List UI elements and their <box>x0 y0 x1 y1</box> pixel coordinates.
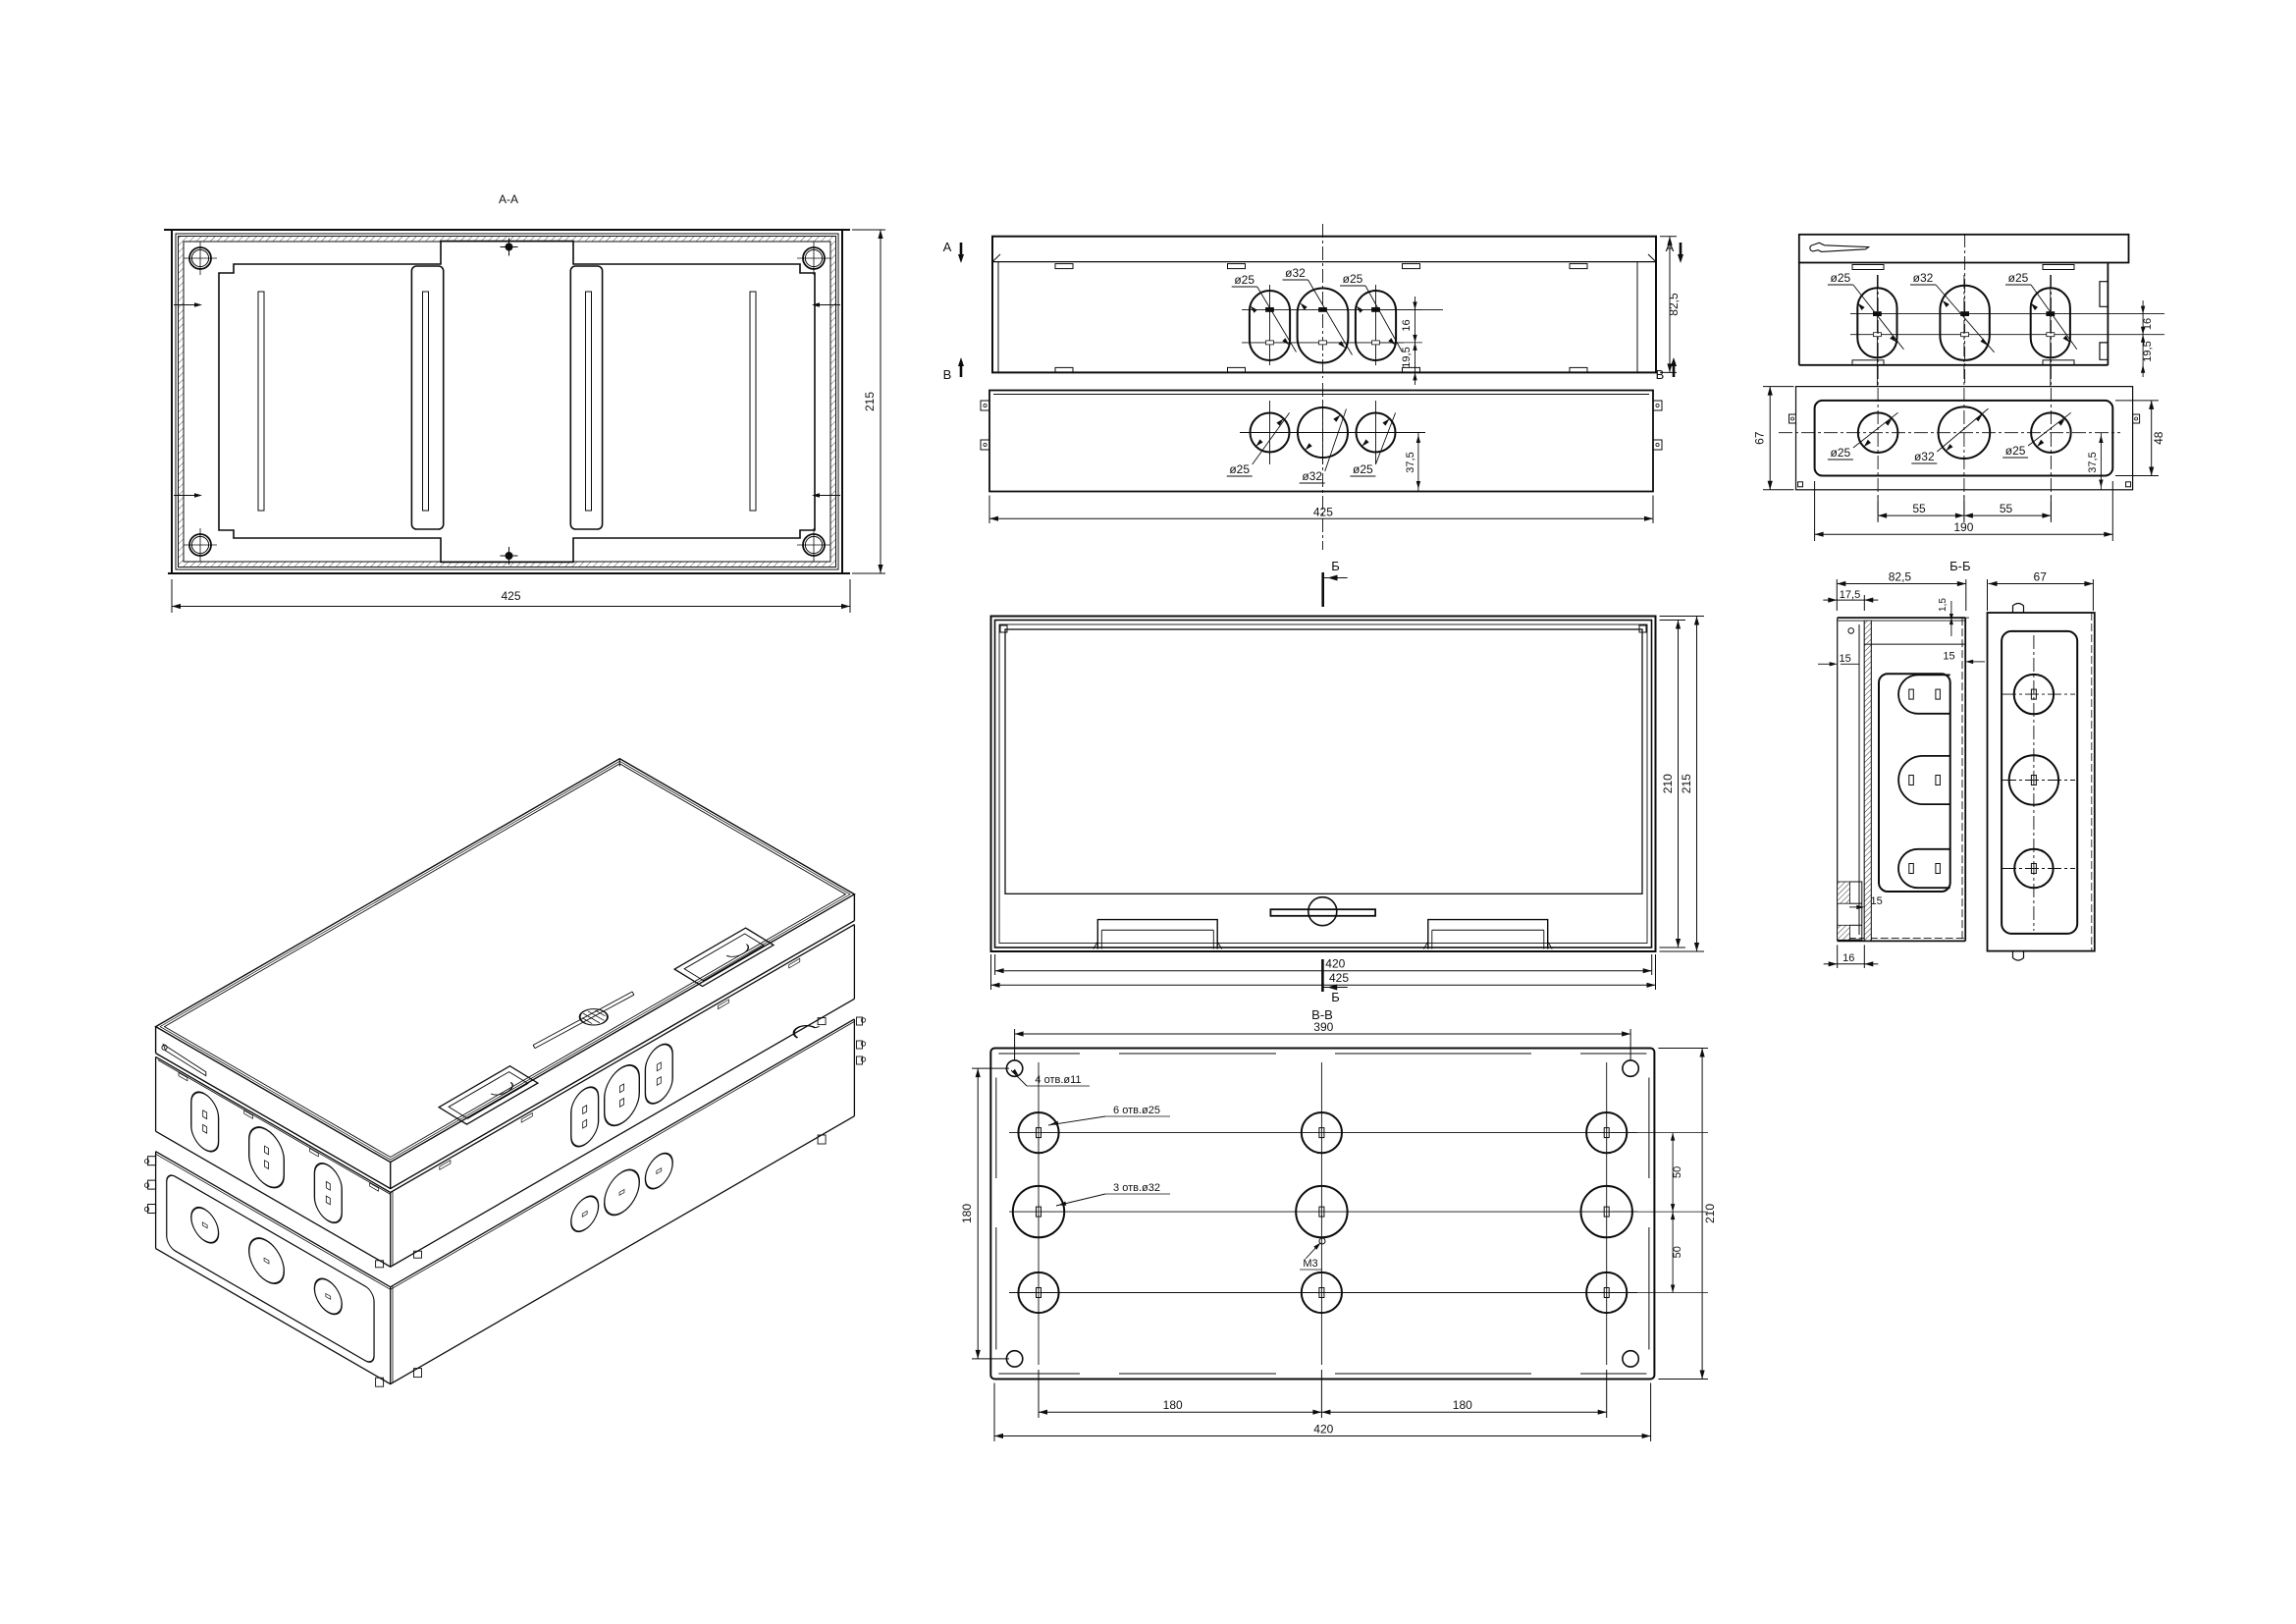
svg-text:19,5: 19,5 <box>2142 341 2154 361</box>
svg-text:180: 180 <box>960 1204 974 1223</box>
svg-text:A: A <box>943 240 952 254</box>
svg-text:3 отв.ø32: 3 отв.ø32 <box>1113 1182 1160 1194</box>
svg-text:B: B <box>1656 367 1665 382</box>
svg-text:15: 15 <box>1839 653 1850 665</box>
svg-text:210: 210 <box>1703 1204 1717 1223</box>
svg-text:ø25: ø25 <box>2008 271 2029 285</box>
svg-text:82,5: 82,5 <box>1889 569 1912 583</box>
svg-text:М3: М3 <box>1303 1258 1317 1270</box>
svg-text:425: 425 <box>1313 506 1333 519</box>
svg-text:Б-Б: Б-Б <box>1949 559 1970 573</box>
svg-text:ø25: ø25 <box>1229 462 1250 476</box>
svg-text:A: A <box>1666 240 1675 254</box>
svg-text:A-A: A-A <box>499 192 518 206</box>
svg-text:Б: Б <box>1331 990 1340 1004</box>
svg-text:37,5: 37,5 <box>2087 452 2099 472</box>
svg-text:50: 50 <box>1672 1246 1683 1258</box>
svg-text:ø32: ø32 <box>1285 266 1306 280</box>
svg-text:ø32: ø32 <box>1913 271 1934 285</box>
svg-text:B-B: B-B <box>1311 1007 1333 1022</box>
svg-text:6 отв.ø25: 6 отв.ø25 <box>1113 1105 1160 1116</box>
svg-text:17,5: 17,5 <box>1840 589 1860 601</box>
svg-text:ø25: ø25 <box>1831 271 1851 285</box>
svg-text:67: 67 <box>2034 569 2048 583</box>
svg-text:ø32: ø32 <box>1914 450 1935 463</box>
svg-text:420: 420 <box>1313 1422 1333 1435</box>
svg-text:4 отв.ø11: 4 отв.ø11 <box>1035 1074 1081 1086</box>
svg-text:425: 425 <box>501 589 520 603</box>
svg-text:210: 210 <box>1661 774 1675 793</box>
svg-text:15: 15 <box>1943 651 1954 663</box>
svg-text:82,5: 82,5 <box>1667 293 1681 316</box>
svg-text:180: 180 <box>1453 1398 1472 1412</box>
svg-text:15: 15 <box>1870 895 1882 907</box>
svg-text:215: 215 <box>1680 774 1693 793</box>
svg-text:215: 215 <box>863 392 877 411</box>
svg-text:180: 180 <box>1163 1398 1183 1412</box>
svg-text:425: 425 <box>1329 971 1349 985</box>
svg-text:420: 420 <box>1325 956 1345 970</box>
svg-text:16: 16 <box>2142 318 2154 330</box>
svg-text:19,5: 19,5 <box>1401 347 1413 367</box>
svg-text:67: 67 <box>1752 431 1766 445</box>
svg-text:16: 16 <box>1401 319 1413 331</box>
svg-text:190: 190 <box>1953 520 1973 534</box>
svg-text:37,5: 37,5 <box>1405 452 1416 472</box>
svg-text:ø25: ø25 <box>1353 462 1373 476</box>
svg-text:B: B <box>943 367 952 382</box>
svg-text:50: 50 <box>1672 1166 1683 1178</box>
svg-text:ø25: ø25 <box>1343 272 1363 286</box>
svg-text:ø25: ø25 <box>1831 446 1851 460</box>
svg-text:48: 48 <box>2152 431 2165 445</box>
svg-text:Б: Б <box>1331 559 1340 573</box>
svg-text:ø25: ø25 <box>2005 444 2026 458</box>
svg-text:390: 390 <box>1313 1020 1333 1034</box>
svg-text:ø25: ø25 <box>1234 273 1255 287</box>
svg-text:1,5: 1,5 <box>1938 598 1949 612</box>
svg-text:55: 55 <box>1912 502 1926 515</box>
svg-text:ø32: ø32 <box>1302 469 1322 483</box>
svg-text:16: 16 <box>1842 952 1854 964</box>
svg-text:55: 55 <box>2000 502 2013 515</box>
